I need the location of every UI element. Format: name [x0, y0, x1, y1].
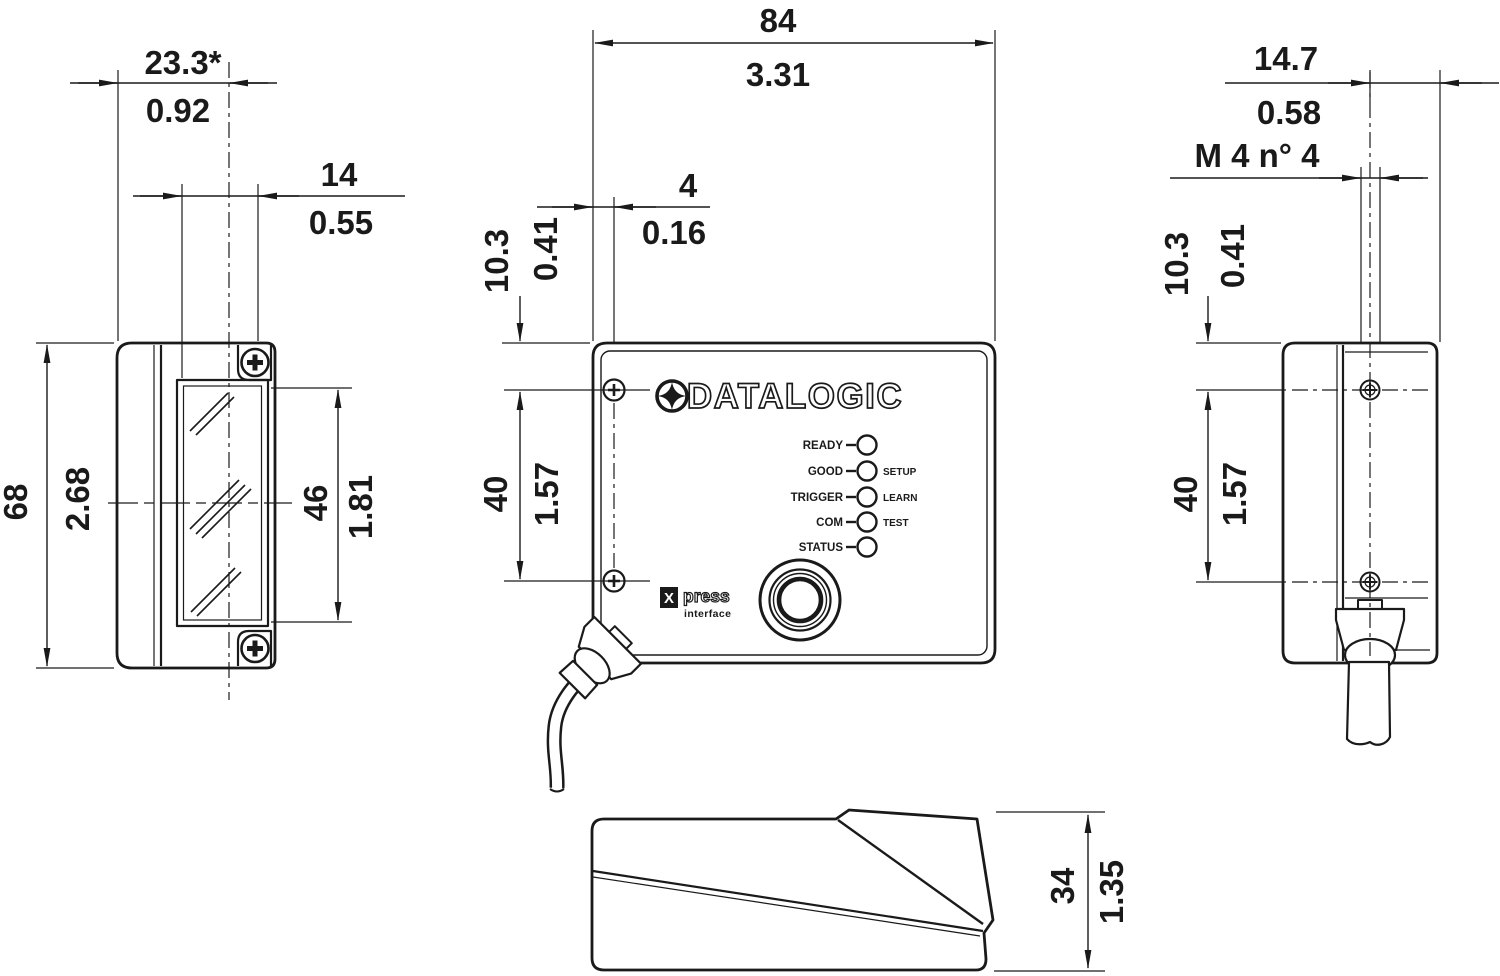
led-ready: [856, 434, 878, 456]
led-label-test: TEST: [883, 518, 909, 529]
top-outline: [591, 341, 997, 665]
led-label-learn: LEARN: [883, 493, 917, 504]
xpress-button: [758, 558, 842, 642]
dim-top-width-mm: 84: [760, 2, 797, 39]
dimension-linework: [36, 30, 1499, 972]
dim-front-width-in: 0.92: [146, 92, 210, 129]
dim-screw-pitch-left-mm: 40: [477, 476, 514, 513]
dim-depth-mm: 34: [1044, 867, 1081, 904]
led-label-good: GOOD: [808, 466, 843, 478]
bottom-window-seam: [592, 869, 984, 933]
screw-plate-top: [236, 345, 273, 382]
dim-front-height-mm: 68: [0, 484, 34, 521]
led-dashes: [846, 443, 856, 549]
side-view: [1281, 341, 1439, 746]
led-trigger: [856, 486, 878, 508]
led-lights: [856, 434, 878, 558]
brand-logo-star: [658, 382, 686, 410]
dim-depth-in: 1.35: [1093, 860, 1130, 924]
led-label-setup: SETUP: [883, 467, 917, 478]
screw-top-icon: [240, 347, 270, 378]
dim-front-width-mm: 23.3*: [144, 44, 221, 81]
xpress-interface: interface: [684, 608, 731, 620]
dim-window-offset-mm: 14: [321, 156, 358, 193]
dim-screw-inset-mm: 4: [679, 167, 698, 204]
dim-screw-top-left-mm: 10.3: [478, 229, 515, 293]
dim-front-height-in: 2.68: [59, 467, 96, 531]
dim-thread-note: M 4 n° 4: [1194, 137, 1320, 174]
dim-screw-pitch-right-mm: 40: [1167, 476, 1204, 513]
top-view: DATALOGIC READY GOOD TRIGGER COM STATUS …: [546, 341, 997, 793]
dim-screw-pitch-left-in: 1.57: [528, 462, 565, 526]
dim-screw-top-right-in: 0.41: [1214, 224, 1251, 288]
bottom-window-seam-thin: [592, 876, 981, 937]
xpress-press: press: [683, 586, 730, 606]
side-cable: [1345, 660, 1392, 746]
led-label-status: STATUS: [799, 542, 844, 554]
top-cable-end: [549, 788, 565, 793]
top-inner-panel: [600, 350, 988, 656]
top-cable-gland: [558, 615, 643, 700]
led-label-trigger: TRIGGER: [791, 492, 844, 504]
xpress-x-box: [660, 587, 678, 608]
dim-window-height-in: 1.81: [342, 475, 379, 539]
bottom-view: [590, 808, 995, 972]
bottom-face-slant: [837, 819, 984, 925]
dim-screw-top-right-mm: 10.3: [1158, 232, 1195, 296]
glass-reflections: [189, 392, 252, 617]
brand-logo: DATALOGIC: [655, 376, 903, 417]
front-outline: [115, 341, 277, 670]
dim-top-width-in: 3.31: [746, 56, 810, 93]
bottom-outline: [590, 808, 995, 972]
led-label-com: COM: [816, 517, 843, 529]
dim-screw-top-left-in: 0.41: [527, 217, 564, 281]
xpress-logo: X press interface: [660, 585, 731, 620]
front-view: [115, 341, 277, 670]
led-label-ready: READY: [803, 440, 844, 452]
led-status: [856, 536, 878, 558]
brand-logo-text: DATALOGIC: [687, 377, 903, 416]
centerlines: [108, 62, 1371, 700]
led-good: [856, 460, 878, 482]
dim-side-width-in: 0.58: [1257, 94, 1321, 131]
led-panel: READY GOOD TRIGGER COM STATUS SETUP LEAR…: [791, 434, 917, 558]
dim-window-height-mm: 46: [297, 485, 334, 522]
dimension-labels: 23.3* 0.92 14 0.55 68 2.68 46 1.81 84 3.…: [0, 2, 1321, 924]
led-com: [856, 511, 878, 533]
side-outline: [1281, 341, 1439, 665]
dim-screw-inset-in: 0.16: [642, 214, 706, 251]
screw-plate-bottom: [236, 629, 273, 666]
dim-side-width-mm: 14.7: [1254, 40, 1318, 77]
dim-screw-pitch-right-in: 1.57: [1216, 462, 1253, 526]
xpress-x: X: [664, 590, 674, 607]
dim-window-offset-in: 0.55: [309, 204, 373, 241]
screw-bottom-icon: [240, 633, 270, 664]
